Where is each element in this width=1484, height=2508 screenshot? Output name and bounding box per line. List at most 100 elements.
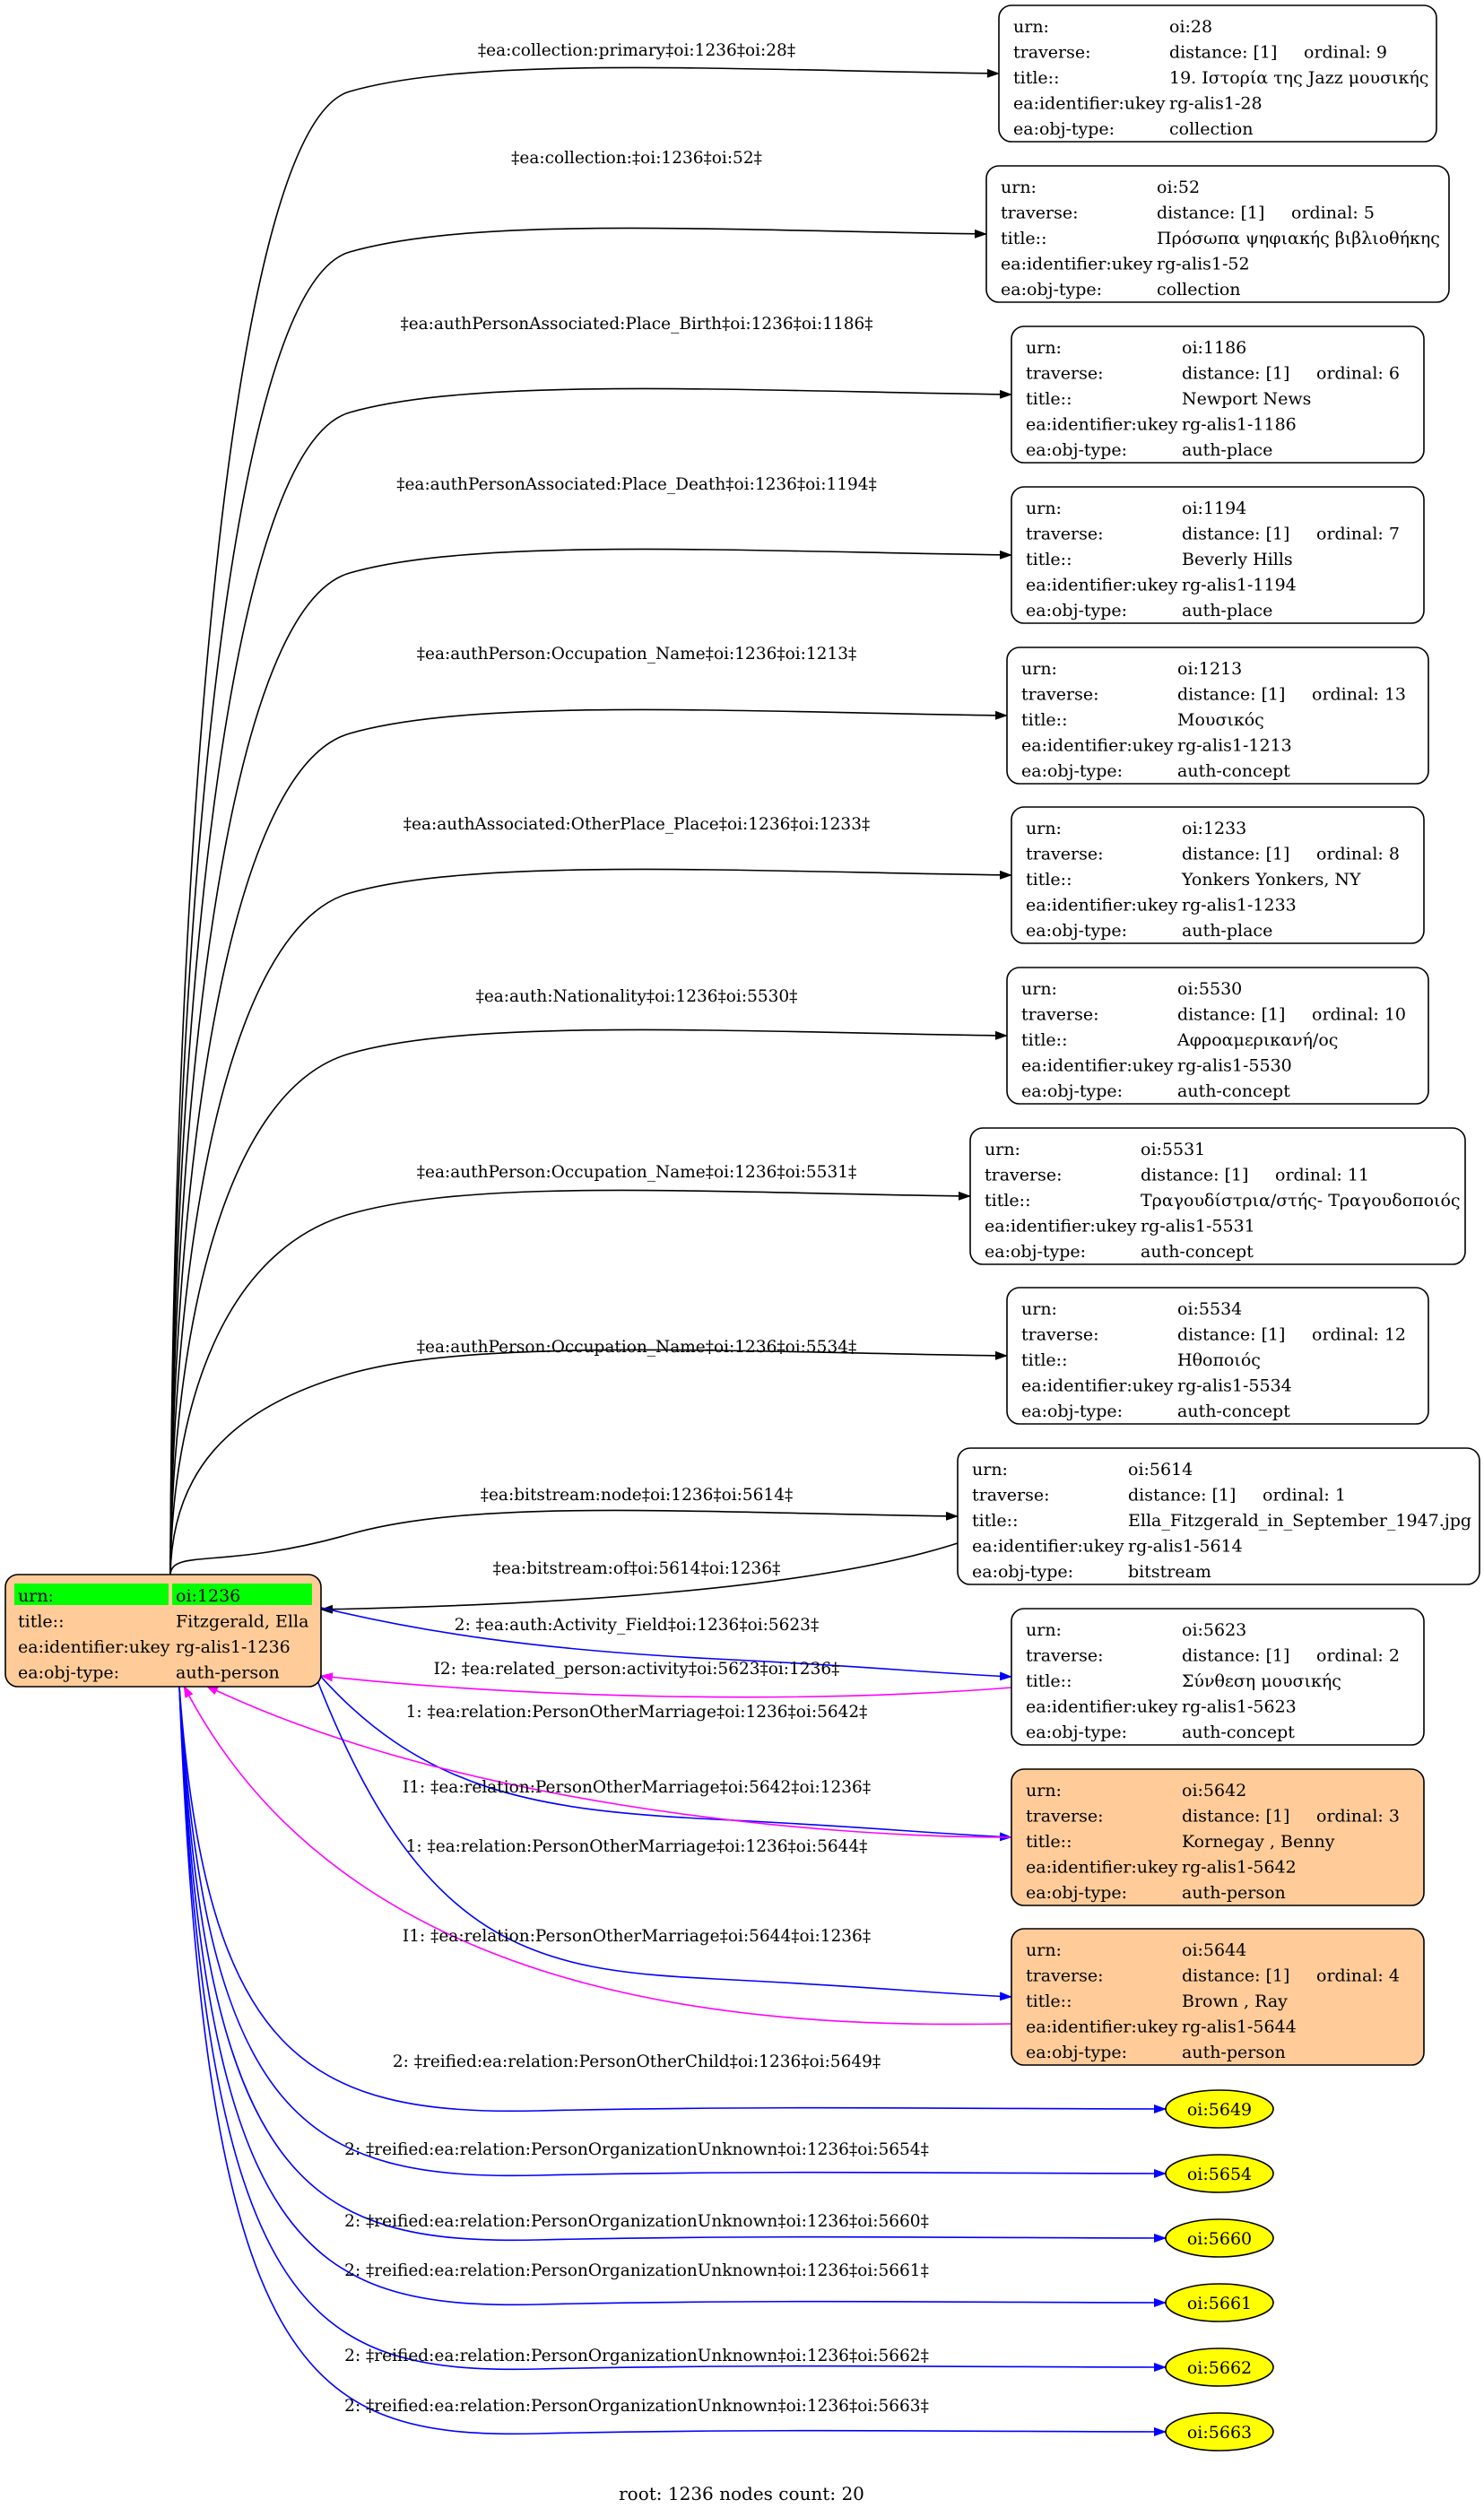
urn-key: urn:: [972, 1460, 1008, 1480]
title-value: Ella_Fitzgerald_in_September_1947.jpg: [1128, 1511, 1471, 1531]
urn-key: urn:: [1026, 1940, 1062, 1960]
urn-key: urn:: [985, 1140, 1020, 1159]
identifier-value: rg-alis1-1213: [1177, 736, 1292, 756]
ellipse-node-oi-5660[interactable]: oi:5660: [1165, 2218, 1274, 2258]
edge-label: 1: ‡ea:relation:PersonOtherMarriage‡oi:1…: [406, 1703, 868, 1722]
edge-layer: ‡ea:collection:primary‡oi:1236‡oi:28‡‡ea…: [169, 41, 1167, 2436]
title-value: Kornegay , Benny: [1182, 1832, 1335, 1852]
title-key: title::: [1026, 550, 1072, 569]
ellipse-label: oi:5649: [1187, 2100, 1252, 2120]
ordinal-value: ordinal: 5: [1291, 204, 1375, 223]
edge-label: 2: ‡reified:ea:relation:PersonOrganizati…: [344, 2140, 929, 2159]
ellipse-node-oi-5654[interactable]: oi:5654: [1165, 2154, 1274, 2193]
obj-type-value: bitstream: [1128, 1562, 1211, 1582]
edge-to-n1194: [169, 548, 1012, 1575]
urn-key: urn:: [1026, 1620, 1062, 1640]
traverse-key: traverse:: [985, 1166, 1063, 1185]
urn-key: urn:: [1026, 499, 1062, 518]
ellipse-node-oi-5649[interactable]: oi:5649: [1165, 2089, 1274, 2129]
ellipse-node-oi-5663[interactable]: oi:5663: [1165, 2412, 1274, 2452]
node-box: [998, 4, 1437, 143]
ordinal-value: ordinal: 2: [1316, 1646, 1400, 1666]
identifier-key: ea:identifier:ukey: [1021, 1376, 1174, 1396]
node-oi-5531[interactable]: urn: oi:5531 traverse: distance: [1] ordinal…: [969, 1127, 1466, 1265]
node-box: [1006, 967, 1429, 1105]
edge-label: ‡ea:bitstream:of‡oi:5614‡oi:1236‡: [493, 1559, 781, 1578]
urn-key: urn:: [1021, 979, 1057, 999]
ellipse-label: oi:5661: [1187, 2294, 1252, 2313]
ellipse-shape: [1165, 2154, 1274, 2193]
obj-type-value: auth-concept: [1177, 761, 1290, 781]
distance-value: distance: [1]: [1141, 1166, 1248, 1185]
root-title-value: Fitzgerald, Ella: [176, 1612, 308, 1632]
urn-value: oi:5531: [1141, 1140, 1205, 1159]
ordinal-value: ordinal: 10: [1312, 1005, 1406, 1025]
distance-value: distance: [1]: [1182, 525, 1289, 544]
identifier-value: rg-alis1-5530: [1177, 1056, 1292, 1076]
edge-label: ‡ea:authPersonAssociated:Place_Birth‡oi:…: [400, 315, 872, 334]
urn-value: oi:1233: [1182, 819, 1246, 838]
identifier-key: ea:identifier:ukey: [1026, 1697, 1178, 1717]
ellipse-shape: [1165, 2283, 1274, 2322]
edge-label: I2: ‡ea:related_person:activity‡oi:5623‡…: [434, 1660, 840, 1679]
edge-to-e5660: [178, 1686, 1167, 2243]
edge-label: ‡ea:authPersonAssociated:Place_Death‡oi:…: [396, 475, 877, 494]
ordinal-value: ordinal: 11: [1275, 1166, 1369, 1185]
title-value: Beverly Hills: [1182, 550, 1293, 569]
edge-label: ‡ea:authAssociated:OtherPlace_Place‡oi:1…: [404, 815, 870, 834]
distance-value: distance: [1]: [1177, 1325, 1285, 1345]
edge-from-n5623: [320, 1672, 1012, 1698]
edge-label: ‡ea:bitstream:node‡oi:1236‡oi:5614‡: [481, 1486, 794, 1505]
title-key: title::: [1026, 1671, 1072, 1691]
obj-type-value: collection: [1157, 280, 1241, 299]
distance-value: distance: [1]: [1182, 845, 1289, 864]
ordinal-value: ordinal: 4: [1316, 1966, 1400, 1986]
distance-value: distance: [1]: [1182, 364, 1289, 384]
distance-value: distance: [1]: [1182, 1646, 1289, 1666]
title-value: Yonkers Yonkers, NY: [1181, 870, 1361, 890]
node-box: [1011, 806, 1425, 944]
obj-type-value: auth-person: [1182, 1883, 1286, 1903]
root-urn-key: urn:: [18, 1586, 54, 1606]
title-key: title::: [985, 1191, 1030, 1211]
ellipse-shape: [1165, 2347, 1274, 2387]
distance-value: distance: [1]: [1177, 1005, 1285, 1025]
obj-type-key: ea:obj-type:: [1026, 1723, 1127, 1742]
node-box: [969, 1127, 1466, 1265]
edge-to-n1233: [169, 868, 1012, 1575]
traverse-key: traverse:: [1026, 1646, 1104, 1666]
title-key: title::: [1001, 229, 1046, 248]
traverse-key: traverse:: [1026, 1807, 1104, 1827]
edge-label: ‡ea:authPerson:Occupation_Name‡oi:1236‡o…: [417, 645, 856, 664]
obj-type-key: ea:obj-type:: [1013, 119, 1115, 139]
ellipse-node-oi-5661[interactable]: oi:5661: [1165, 2283, 1274, 2322]
urn-key: urn:: [1026, 1781, 1062, 1801]
identifier-value: rg-alis1-52: [1157, 255, 1250, 274]
title-value: Ηθοποιός: [1177, 1350, 1261, 1370]
ordinal-value: ordinal: 13: [1312, 685, 1406, 705]
urn-key: urn:: [1001, 178, 1037, 197]
ellipse-node-oi-5662[interactable]: oi:5662: [1165, 2347, 1274, 2387]
obj-type-value: auth-concept: [1141, 1242, 1254, 1262]
identifier-value: rg-alis1-5534: [1177, 1376, 1292, 1396]
title-value: 19. Ιστορία της Jazz μουσικής: [1169, 68, 1428, 88]
identifier-value: rg-alis1-28: [1169, 94, 1263, 114]
root-obj_type-value: auth-person: [176, 1663, 280, 1683]
title-value: Newport News: [1182, 389, 1311, 409]
traverse-key: traverse:: [1026, 364, 1104, 384]
title-key: title::: [1021, 1350, 1067, 1370]
